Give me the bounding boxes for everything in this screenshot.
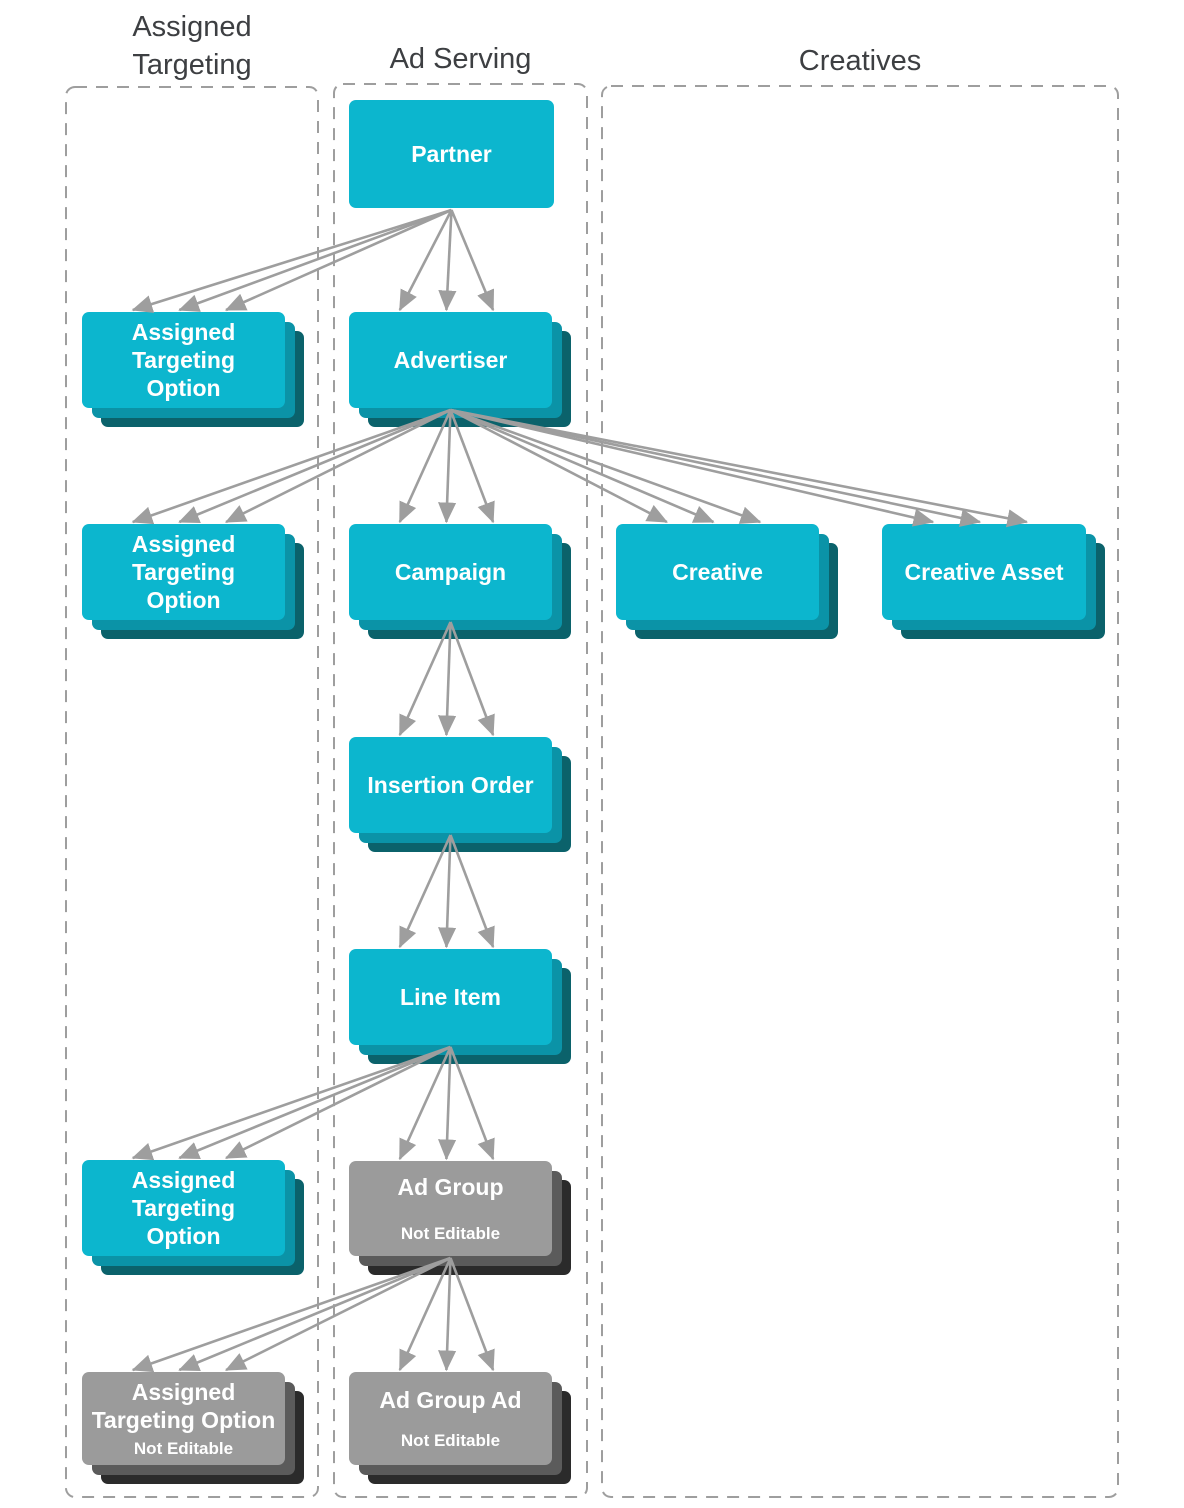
node-advertiser: Advertiser xyxy=(349,312,552,408)
not-editable-badge: Not Editable xyxy=(400,1430,501,1450)
node-label: Assigned Targeting Option xyxy=(131,318,236,402)
node-ad-group: Ad Group Not Editable xyxy=(349,1161,552,1256)
node-label: Creative Asset xyxy=(904,558,1064,585)
node-label: Line Item xyxy=(400,983,501,1010)
node-ad-group-ad: Ad Group Ad Not Editable xyxy=(349,1372,552,1465)
node-assigned-targeting-option-2: Assigned Targeting Option xyxy=(82,524,285,620)
column-header-creatives: Creatives xyxy=(798,45,922,77)
node-label: Assigned Targeting Option xyxy=(131,1166,236,1250)
column-header-assigned-targeting: Assigned Targeting xyxy=(132,11,252,82)
creatives-column-border xyxy=(601,85,1119,1498)
node-label: Ad Group Ad xyxy=(379,1387,522,1414)
node-assigned-targeting-option-not-editable: Assigned Targeting Option Not Editable xyxy=(82,1372,285,1465)
ad-serving-column-border xyxy=(333,83,588,1498)
node-insertion-order: Insertion Order xyxy=(349,737,552,833)
not-editable-badge: Not Editable xyxy=(400,1223,501,1243)
node-partner: Partner xyxy=(349,100,554,208)
not-editable-badge: Not Editable xyxy=(133,1439,234,1459)
assigned-targeting-column-border xyxy=(65,86,319,1498)
column-header-ad-serving: Ad Serving xyxy=(389,43,532,75)
node-label: Assigned Targeting Option xyxy=(131,530,236,614)
node-label: Advertiser xyxy=(393,346,508,373)
node-creative: Creative xyxy=(616,524,819,620)
node-campaign: Campaign xyxy=(349,524,552,620)
node-label: Ad Group xyxy=(397,1174,504,1201)
node-creative-asset: Creative Asset xyxy=(882,524,1086,620)
node-label: Creative xyxy=(672,558,763,585)
node-assigned-targeting-option-3: Assigned Targeting Option xyxy=(82,1160,285,1256)
node-line-item: Line Item xyxy=(349,949,552,1045)
node-label: Campaign xyxy=(394,558,507,585)
node-label: Insertion Order xyxy=(367,771,534,798)
node-label: Partner xyxy=(411,140,492,167)
node-label: Assigned Targeting Option xyxy=(91,1378,276,1433)
node-assigned-targeting-option-1: Assigned Targeting Option xyxy=(82,312,285,408)
